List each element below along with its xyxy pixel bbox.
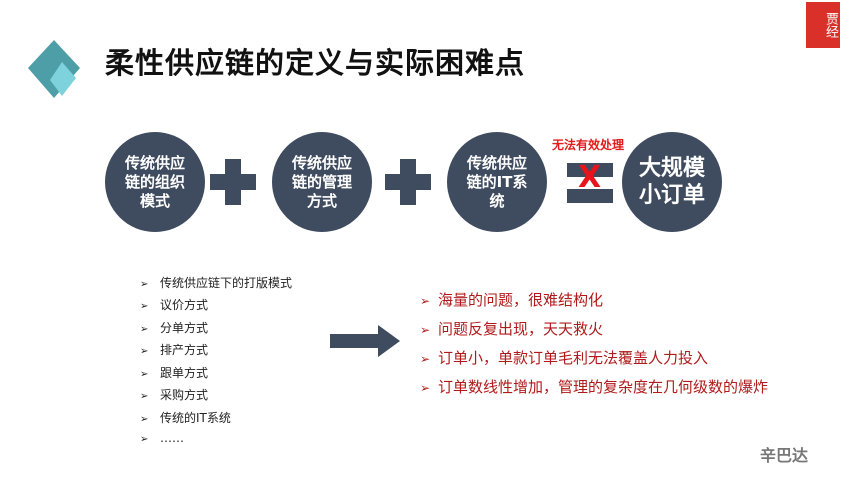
left-list-item: ➢传统的IT系统 xyxy=(140,411,231,425)
footer-logo: 辛巴达 xyxy=(760,446,809,465)
right-list-item: ➢问题反复出现，天天救火 xyxy=(420,320,604,338)
plus-icon xyxy=(385,159,431,205)
right-list-item: ➢订单数线性增加，管理的复杂度在几何级数的爆炸 xyxy=(420,378,769,396)
right-list-item: ➢订单小，单款订单毛利无法覆盖人力投入 xyxy=(420,349,709,367)
circle-it-system: 传统供应链的IT系统 xyxy=(447,132,547,232)
left-list-item: ➢…… xyxy=(140,431,184,445)
cross-icon: X xyxy=(578,160,602,195)
left-list-item: ➢分单方式 xyxy=(140,321,209,335)
page-title: 柔性供应链的定义与实际困难点 xyxy=(105,46,526,80)
left-list-item: ➢跟单方式 xyxy=(140,366,209,380)
not-equal-label: 无法有效处理 xyxy=(552,138,625,152)
left-list-item: ➢采购方式 xyxy=(140,388,209,402)
left-list-item: ➢传统供应链下的打版模式 xyxy=(140,276,293,290)
seal-stamp: 贾经 xyxy=(806,2,840,48)
equals-icon xyxy=(567,163,613,203)
circle-org-mode: 传统供应链的组织模式 xyxy=(105,132,205,232)
logo-diamond-icon xyxy=(28,40,80,98)
circle-large-scale-small-orders: 大规模小订单 xyxy=(622,132,722,232)
plus-icon xyxy=(210,159,256,205)
right-list-item: ➢海量的问题，很难结构化 xyxy=(420,291,604,309)
left-list-item: ➢排产方式 xyxy=(140,343,209,357)
circle-management-mode: 传统供应链的管理方式 xyxy=(272,132,372,232)
right-arrow-icon xyxy=(330,325,400,357)
left-list-item: ➢议价方式 xyxy=(140,298,209,312)
